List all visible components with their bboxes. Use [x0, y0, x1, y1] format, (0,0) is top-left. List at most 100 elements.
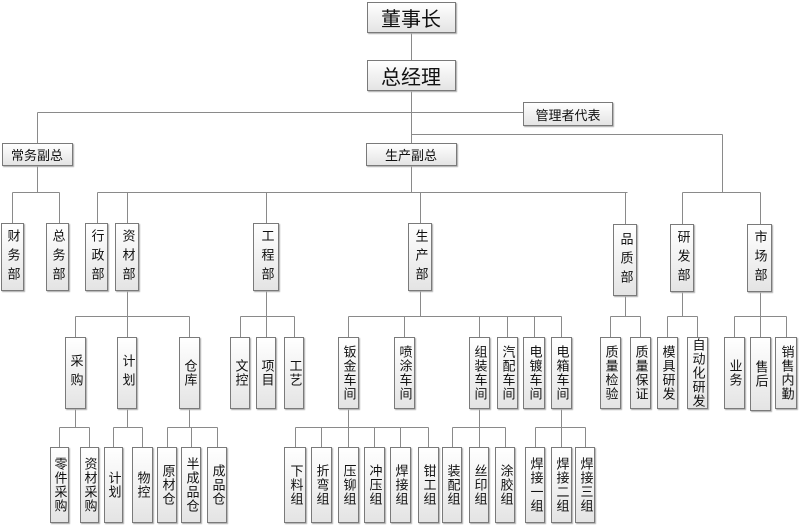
org-node-label: 管理者代表 — [535, 108, 601, 124]
org-node-qc-inspect: 质量检验 — [599, 337, 621, 409]
org-node-label: 涂胶组 — [497, 464, 513, 506]
org-node-label: 钣金车间 — [340, 345, 356, 401]
org-node-marketing: 市场部 — [746, 224, 772, 292]
org-node-label: 折弯组 — [313, 464, 329, 506]
org-node-label: 仓库 — [181, 359, 197, 387]
org-node-label: 质量检验 — [602, 345, 618, 401]
org-node-label: 焊接二组 — [553, 457, 569, 513]
org-node-warehouse: 仓库 — [178, 337, 200, 409]
org-node-weld1: 焊接一组 — [525, 447, 545, 523]
org-node-riveting: 压铆组 — [337, 447, 359, 523]
org-node-plan: 计划 — [103, 447, 123, 523]
org-node-label: 焊接组 — [392, 464, 408, 506]
org-node-label: 质量保证 — [632, 345, 648, 401]
org-node-mold-rnd: 模具研发 — [656, 337, 678, 409]
org-node-cutting: 下料组 — [284, 447, 306, 523]
org-node-label: 工艺 — [286, 359, 302, 387]
org-node-label: 项目 — [258, 359, 274, 387]
org-node-quality: 品质部 — [613, 224, 637, 296]
org-node-label: 计划 — [119, 354, 135, 392]
org-node-label: 成品仓 — [209, 464, 225, 506]
org-node-bending: 折弯组 — [310, 447, 332, 523]
org-node-label: 生产副总 — [384, 149, 437, 164]
org-node-label: 市场部 — [751, 229, 767, 287]
org-node-label: 原材仓 — [159, 464, 175, 506]
org-node-label: 装配组 — [444, 464, 460, 506]
org-node-planning: 计划 — [117, 337, 137, 409]
org-node-label: 丝印组 — [471, 464, 487, 506]
org-node-mgmt-rep: 管理者代表 — [523, 102, 613, 126]
org-node-finished-wh: 成品仓 — [207, 447, 227, 523]
org-node-label: 汽配车间 — [499, 345, 515, 401]
org-node-doc-control: 文控 — [230, 337, 250, 409]
org-node-materials: 资材部 — [115, 223, 139, 291]
org-node-label: 焊接三组 — [577, 457, 593, 513]
org-node-label: 冲压组 — [366, 464, 382, 506]
org-node-label: 业务 — [726, 359, 742, 387]
org-node-label: 焊接一组 — [527, 457, 543, 513]
org-node-semi-wh: 半成品仓 — [181, 447, 201, 523]
org-node-label: 文控 — [232, 359, 248, 387]
org-node-elec-box: 电箱车间 — [550, 337, 572, 409]
org-node-fitter: 钳工组 — [417, 447, 439, 523]
org-node-chairman: 董事长 — [366, 2, 456, 33]
org-node-label: 品质部 — [617, 231, 633, 289]
org-node-gluing: 涂胶组 — [495, 447, 515, 523]
org-node-material-purchase: 资材采购 — [79, 447, 99, 523]
org-node-general-affairs: 总务部 — [45, 223, 69, 291]
org-node-label: 生产部 — [412, 228, 428, 286]
org-node-production: 生产部 — [408, 223, 432, 291]
org-node-prod-vp: 生产副总 — [365, 143, 457, 166]
org-node-label: 研发部 — [674, 229, 690, 287]
org-node-qa: 质量保证 — [629, 337, 651, 409]
org-node-label: 电镀车间 — [526, 345, 542, 401]
org-node-label: 工程部 — [258, 228, 274, 286]
org-node-label: 资材采购 — [81, 457, 97, 513]
org-node-auto-rnd: 自动化研发 — [686, 337, 708, 409]
org-node-label: 售后 — [752, 360, 768, 388]
org-node-plating: 电镀车间 — [523, 337, 545, 409]
org-node-label: 采购 — [67, 354, 83, 392]
org-node-purchasing: 采购 — [64, 337, 86, 409]
org-node-exec-vp: 常务副总 — [1, 143, 73, 166]
org-node-auto-parts: 汽配车间 — [496, 337, 518, 409]
org-node-label: 资材部 — [119, 228, 135, 286]
org-node-label: 下料组 — [287, 464, 303, 506]
org-node-punching: 冲压组 — [363, 447, 385, 523]
org-node-label: 电箱车间 — [553, 345, 569, 401]
org-node-process: 工艺 — [284, 337, 304, 409]
org-node-parts-purchase: 零件采购 — [49, 447, 69, 523]
org-node-sheet-metal: 钣金车间 — [337, 337, 359, 409]
org-node-admin: 行政部 — [84, 223, 108, 291]
org-node-label: 零件采购 — [51, 457, 67, 513]
org-node-label: 总经理 — [381, 65, 441, 89]
org-node-label: 常务副总 — [10, 149, 63, 164]
org-node-label: 半成品仓 — [183, 457, 199, 513]
org-node-label: 钳工组 — [420, 464, 436, 506]
org-node-label: 自动化研发 — [689, 338, 705, 408]
org-node-label: 压铆组 — [340, 464, 356, 506]
org-node-label: 销售内勤 — [778, 345, 794, 401]
org-node-after-sales: 售后 — [749, 337, 771, 411]
org-node-assembly: 组装车间 — [468, 337, 490, 409]
org-node-label: 行政部 — [88, 228, 104, 286]
org-node-rnd: 研发部 — [670, 224, 694, 292]
org-node-business: 业务 — [723, 337, 745, 409]
org-node-raw-wh: 原材仓 — [157, 447, 177, 523]
org-node-label: 喷涂车间 — [396, 345, 412, 401]
org-node-label: 董事长 — [381, 7, 441, 31]
org-node-material-control: 物控 — [131, 447, 153, 523]
org-node-silkscreen: 丝印组 — [469, 447, 489, 523]
org-node-label: 财务部 — [4, 228, 20, 286]
org-node-fitting: 装配组 — [442, 447, 462, 523]
org-node-project: 项目 — [256, 337, 276, 409]
org-node-label: 总务部 — [49, 228, 65, 286]
org-node-sales-support: 销售内勤 — [775, 337, 797, 409]
org-node-label: 计划 — [105, 471, 121, 499]
org-node-gm: 总经理 — [366, 60, 456, 91]
org-node-label: 模具研发 — [659, 345, 675, 401]
org-node-welding: 焊接组 — [389, 447, 411, 523]
org-node-label: 物控 — [134, 471, 150, 499]
